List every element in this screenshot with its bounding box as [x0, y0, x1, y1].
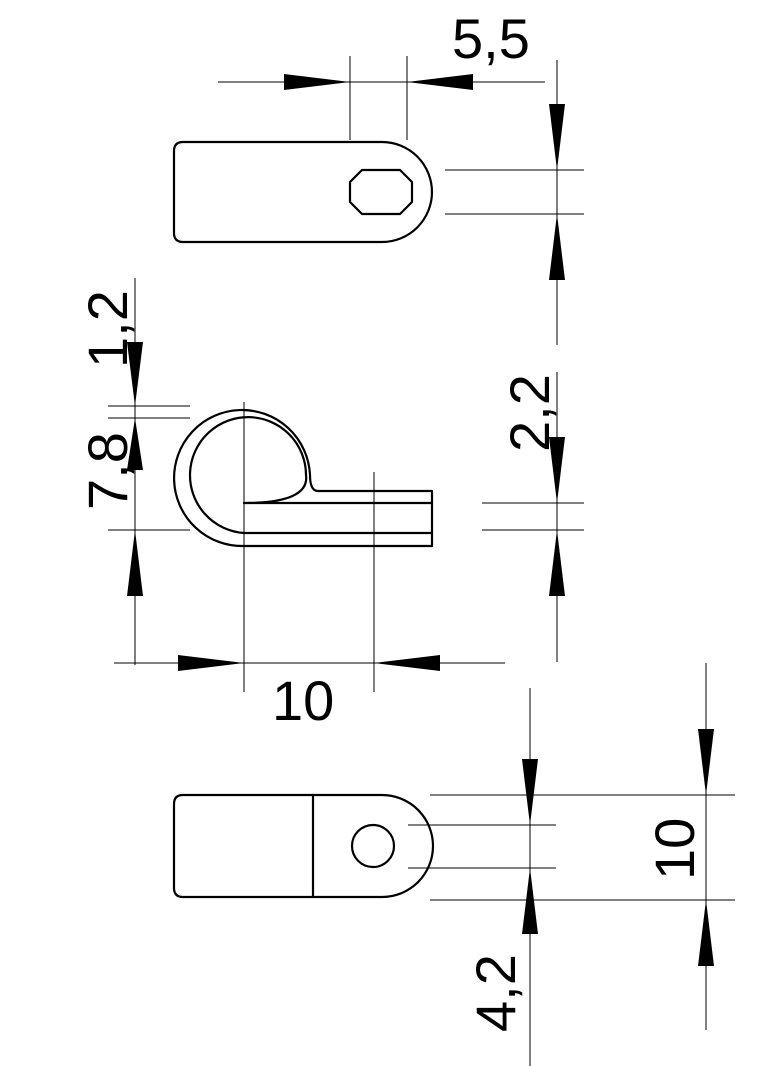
dim-top-height: 2,2 [498, 374, 561, 452]
side-view-inner-profile [188, 416, 432, 535]
dim-bottom-hole: 4,2 [464, 954, 527, 1032]
arrow-side-gap-lower [549, 530, 565, 596]
dim-bottom-height: 10 [643, 818, 706, 880]
arrow-side-height-lower [127, 530, 143, 596]
arrow-side-thickness-lower [127, 418, 143, 470]
arrow-top-left [284, 74, 350, 90]
bottom-view-outline [172, 793, 435, 899]
arrow-side-length-right [374, 655, 440, 671]
arrow-bottom-hole-lower [522, 868, 538, 934]
side-view: 1,2 7,8 10 2,2 [76, 278, 584, 732]
arrow-side-length-left [178, 655, 244, 671]
dim-side-height: 7,8 [76, 432, 139, 510]
arrow-bottom-hole-upper [522, 759, 538, 825]
bottom-view-hole [350, 823, 396, 869]
top-view-hole [348, 168, 414, 216]
arrow-top-v-lower [549, 214, 565, 280]
dim-top-width: 5,5 [452, 7, 530, 70]
top-view: 5,5 [172, 7, 584, 345]
dim-side-length: 10 [272, 669, 334, 732]
bottom-view: 4,2 10 [172, 663, 735, 1066]
top-view-outline [172, 140, 434, 244]
arrow-bottom-height-lower [698, 900, 714, 966]
arrow-side-thickness-upper [127, 342, 143, 406]
arrow-top-right [407, 74, 473, 90]
dim-side-thickness: 1,2 [76, 290, 139, 368]
arrow-bottom-height-upper [698, 729, 714, 795]
arrow-side-gap-upper [549, 437, 565, 503]
arrow-top-v-upper [549, 104, 565, 170]
side-view-outer-profile [172, 408, 434, 548]
